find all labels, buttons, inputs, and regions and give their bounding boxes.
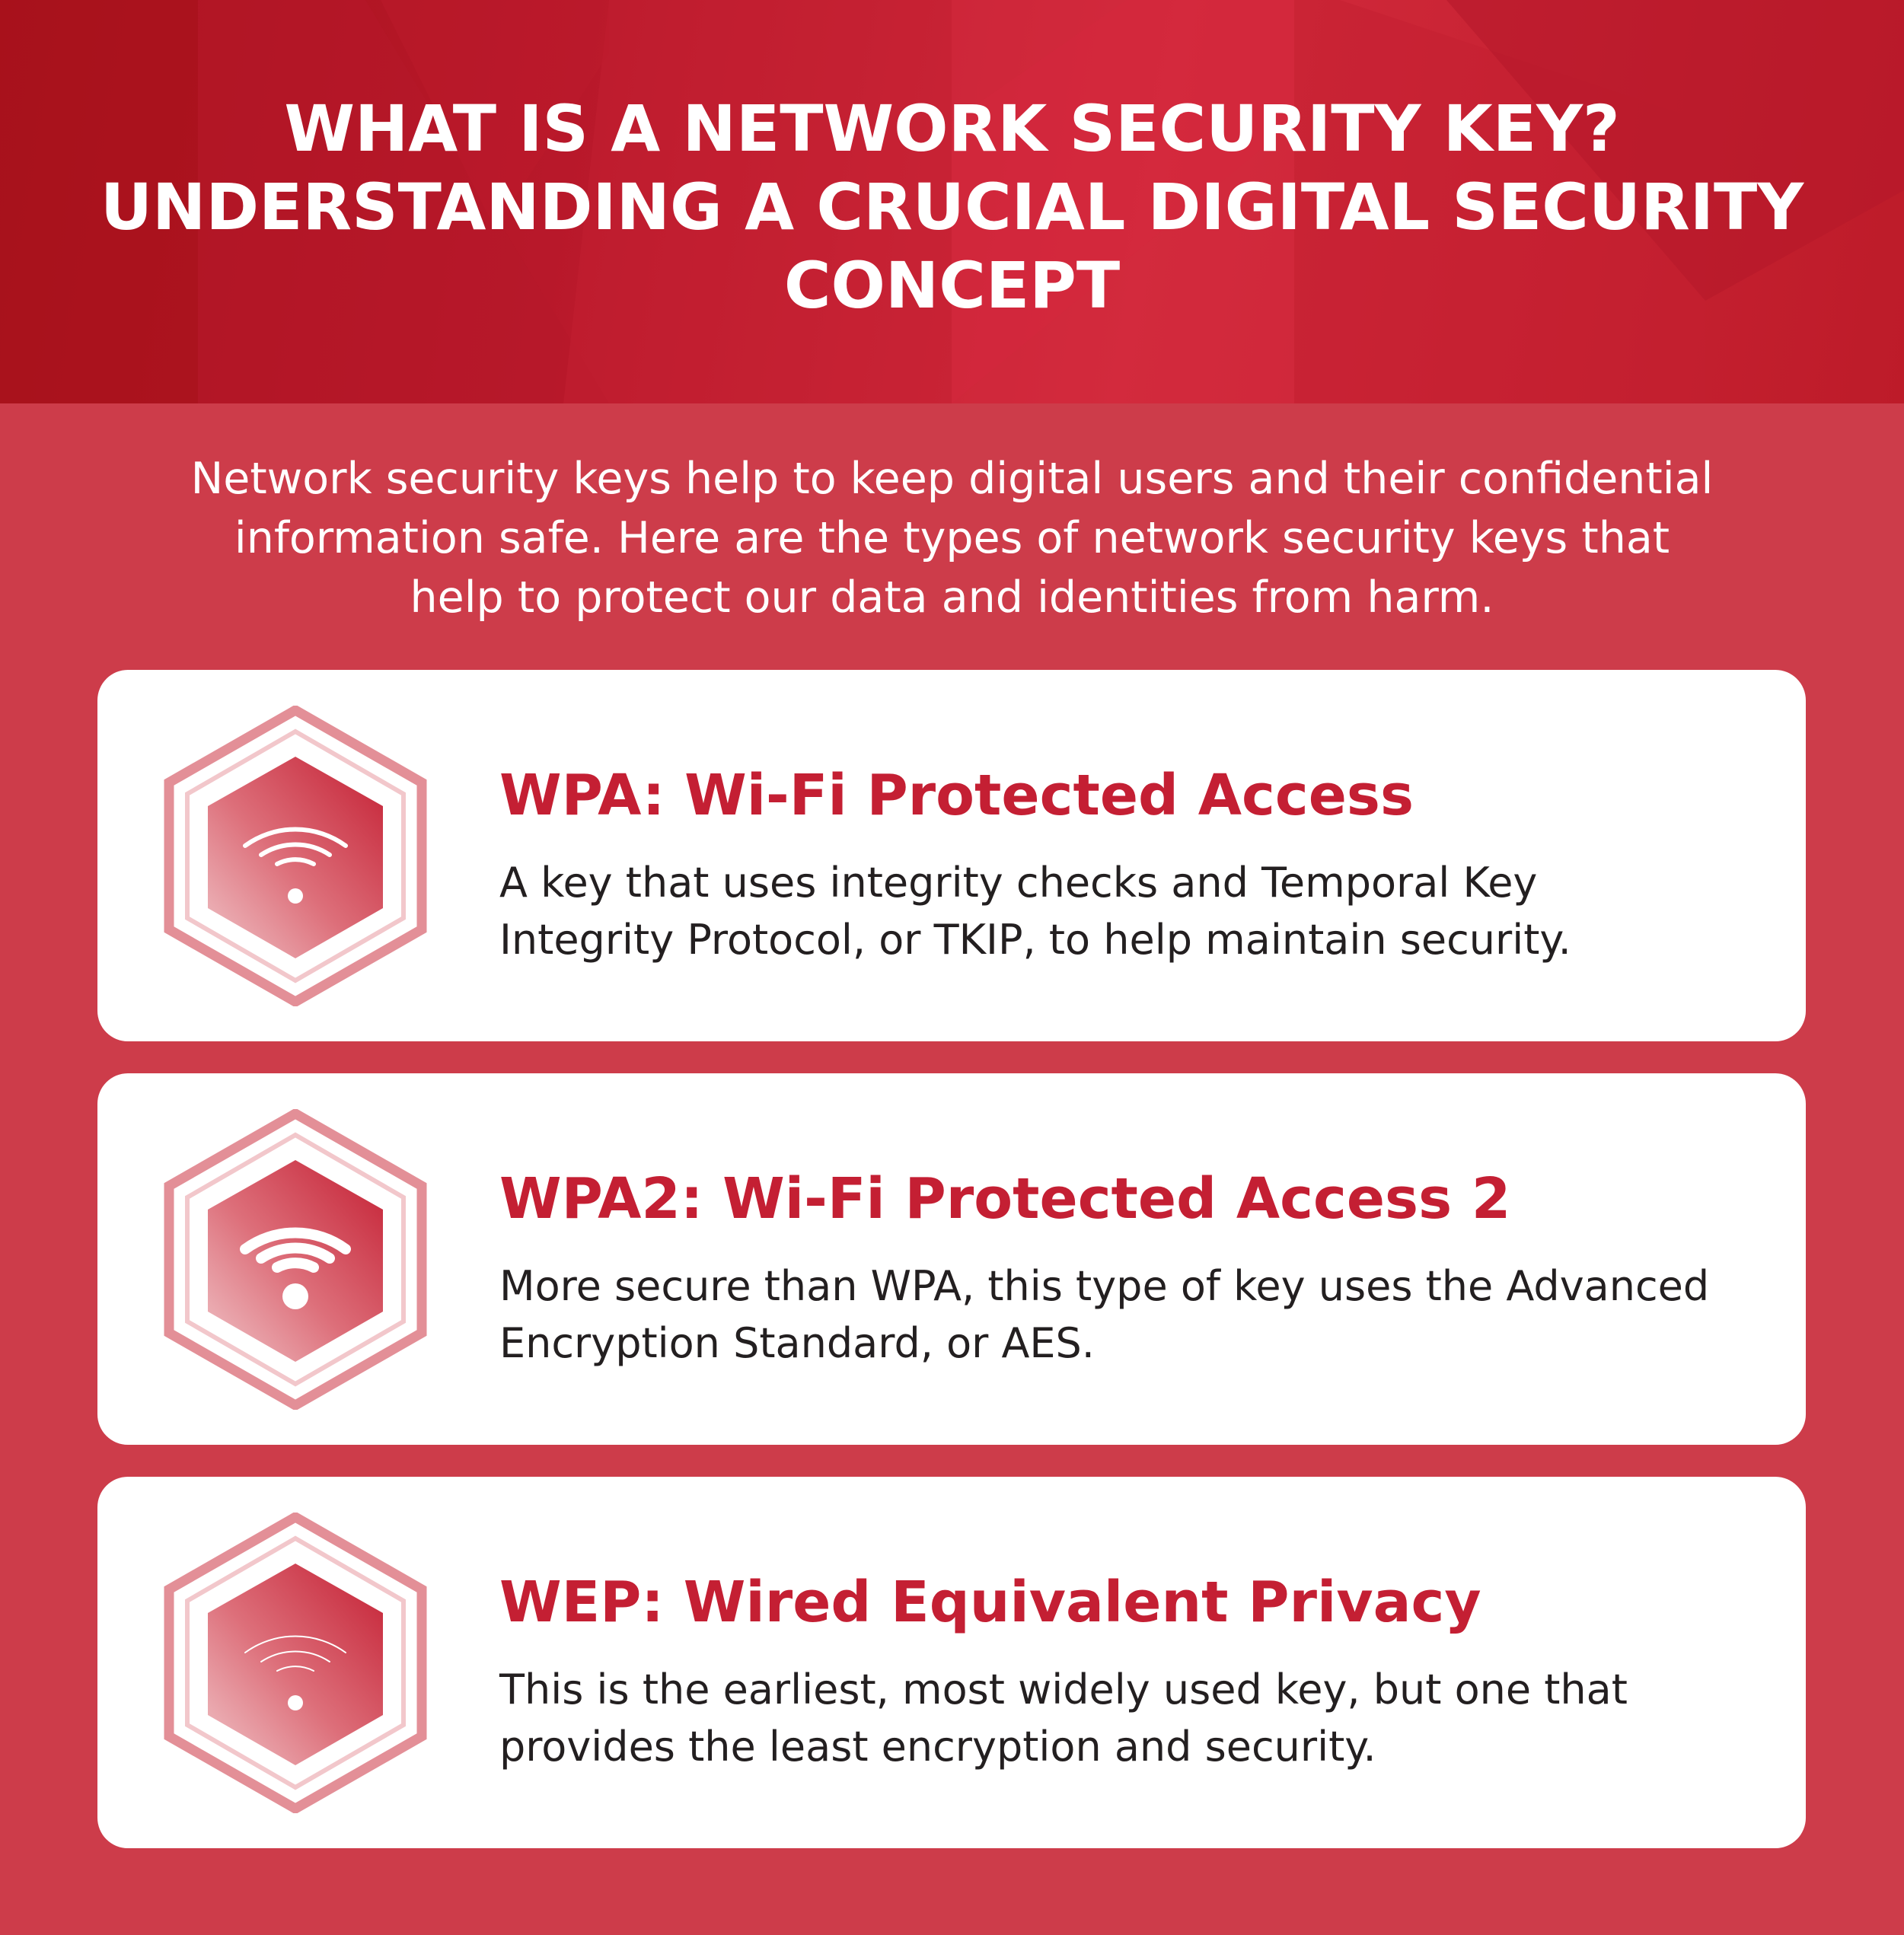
- card-description: A key that uses integrity checks and Tem…: [499, 854, 1571, 968]
- header-banner: WHAT IS A NETWORK SECURITY KEY? UNDERSTA…: [0, 0, 1904, 403]
- intro-line: help to protect our data and identities …: [410, 572, 1494, 623]
- description-line: This is the earliest, most widely used k…: [499, 1666, 1628, 1713]
- wifi-icon: [164, 706, 427, 1006]
- key-type-card-wep: WEP: Wired Equivalent Privacy This is th…: [97, 1477, 1806, 1848]
- card-heading: WEP: Wired Equivalent Privacy: [499, 1570, 1481, 1635]
- key-type-card-wpa2: WPA2: Wi-Fi Protected Access 2 More secu…: [97, 1073, 1806, 1445]
- card-heading: WPA: Wi-Fi Protected Access: [499, 763, 1414, 828]
- title-line: WHAT IS A NETWORK SECURITY KEY?: [284, 91, 1620, 166]
- description-line: A key that uses integrity checks and Tem…: [499, 859, 1538, 907]
- wifi-icon: [164, 1109, 427, 1410]
- card-heading: WPA2: Wi-Fi Protected Access 2: [499, 1166, 1511, 1232]
- intro-line: information safe. Here are the types of …: [234, 513, 1670, 563]
- description-line: More secure than WPA, this type of key u…: [499, 1262, 1710, 1310]
- description-line: Encryption Standard, or AES.: [499, 1319, 1095, 1367]
- intro-line: Network security keys help to keep digit…: [190, 454, 1714, 504]
- title-line: CONCEPT: [783, 248, 1121, 323]
- page-title: WHAT IS A NETWORK SECURITY KEY? UNDERSTA…: [0, 90, 1904, 325]
- polygon-background-pattern: [0, 0, 1904, 403]
- description-line: Integrity Protocol, or TKIP, to help mai…: [499, 916, 1571, 964]
- description-line: provides the least encryption and securi…: [499, 1723, 1376, 1771]
- intro-paragraph: Network security keys help to keep digit…: [0, 449, 1904, 627]
- card-description: This is the earliest, most widely used k…: [499, 1661, 1628, 1775]
- wifi-icon: [164, 1513, 427, 1813]
- card-description: More secure than WPA, this type of key u…: [499, 1258, 1709, 1372]
- key-type-card-wpa: WPA: Wi-Fi Protected Access A key that u…: [97, 670, 1806, 1041]
- title-line: UNDERSTANDING A CRUCIAL DIGITAL SECURITY: [100, 170, 1804, 244]
